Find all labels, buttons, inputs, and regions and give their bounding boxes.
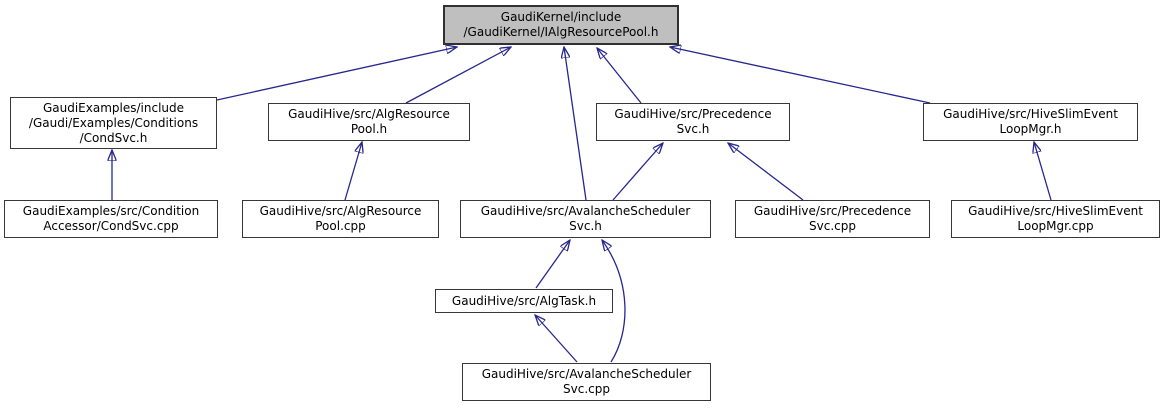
edge-hiveslimeventloopmgr-cpp-to-hiveslimeventloopmgr-h	[1034, 142, 1052, 201]
node-label-line: /CondSvc.h	[79, 130, 148, 145]
edge-hiveslimeventloopmgr-h-to-ialgresourcepool	[670, 47, 931, 104]
node-label-line: GaudiHive/src/Precedence	[753, 204, 912, 218]
node-label-line: /Gaudi/Examples/Conditions	[28, 115, 199, 130]
node-label-line: Svc.h	[676, 122, 710, 136]
node-label-line: GaudiHive/src/HiveSlimEvent	[943, 107, 1118, 121]
node-label-line: Pool.cpp	[315, 219, 366, 233]
node-label-line: GaudiHive/src/AlgResource	[259, 204, 422, 218]
edge-algtask-h-to-avalancheschedulersvc-h	[535, 240, 570, 289]
node-label-line: LoopMgr.h	[999, 122, 1062, 136]
node-gaudihive-avalancheschedulersvc-cpp[interactable]: GaudiHive/src/AvalancheScheduler Svc.cpp	[462, 363, 711, 401]
edge-condsvc-h-to-ialgresourcepool	[216, 47, 457, 101]
node-label-line: GaudiHive/src/AvalancheScheduler	[481, 367, 692, 381]
node-gaudihive-precedencesvc-cpp[interactable]: GaudiHive/src/Precedence Svc.cpp	[735, 200, 930, 238]
node-label-line: GaudiHive/src/AvalancheScheduler	[480, 204, 691, 218]
node-label-line: Svc.cpp	[809, 219, 856, 233]
node-gaudiexamples-conditions-condsvc-h[interactable]: GaudiExamples/include /Gaudi/Examples/Co…	[10, 97, 217, 149]
node-gaudihive-algresourcepool-h[interactable]: GaudiHive/src/AlgResource Pool.h	[268, 103, 470, 141]
edge-precedencesvc-cpp-to-precedencesvc-h	[728, 143, 804, 201]
edge-avalancheschedulersvc-cpp-to-avalancheschedulersvc-h	[602, 240, 626, 363]
node-label-line: GaudiKernel/include	[500, 10, 622, 24]
node-gaudihive-algtask-h[interactable]: GaudiHive/src/AlgTask.h	[435, 289, 613, 313]
node-gaudihive-hiveslimeventloopmgr-cpp[interactable]: GaudiHive/src/HiveSlimEvent LoopMgr.cpp	[951, 200, 1160, 238]
node-label-line: GaudiHive/src/AlgResource	[288, 107, 450, 121]
edge-avalancheschedulersvc-h-to-ialgresourcepool	[564, 47, 587, 201]
node-gaudihive-algresourcepool-cpp[interactable]: GaudiHive/src/AlgResource Pool.cpp	[242, 200, 439, 238]
node-gaudihive-precedencesvc-h[interactable]: GaudiHive/src/Precedence Svc.h	[596, 103, 790, 141]
node-gaudihive-hiveslimeventloopmgr-h[interactable]: GaudiHive/src/HiveSlimEvent LoopMgr.h	[923, 103, 1138, 141]
edge-precedencesvc-h-to-ialgresourcepool	[597, 48, 642, 104]
node-label-line: Accessor/CondSvc.cpp	[43, 219, 179, 233]
node-label-line: GaudiExamples/src/Condition	[22, 204, 200, 218]
node-label-line: GaudiHive/src/Precedence	[614, 107, 772, 121]
edge-avalancheschedulersvc-cpp-to-algtask-h	[535, 315, 578, 363]
node-gaudihive-avalancheschedulersvc-h[interactable]: GaudiHive/src/AvalancheScheduler Svc.h	[460, 200, 711, 238]
node-label-line: Svc.cpp	[563, 382, 610, 396]
node-label-line: GaudiHive/src/AlgTask.h	[451, 293, 597, 308]
node-label-line: LoopMgr.cpp	[1017, 219, 1094, 233]
edge-avalancheschedulersvc-h-to-precedencesvc-h	[612, 143, 663, 201]
node-gaudikernel-ialgresourcepool-h[interactable]: GaudiKernel/include /GaudiKernel/IAlgRes…	[443, 5, 679, 45]
node-label-line: /GaudiKernel/IAlgResourcePool.h	[463, 25, 659, 39]
node-gaudiexamples-conditionaccessor-condsvc-cpp[interactable]: GaudiExamples/src/Condition Accessor/Con…	[4, 200, 218, 238]
edge-algresourcepool-cpp-to-algresourcepool-h	[344, 142, 362, 201]
edge-algresourcepool-h-to-ialgresourcepool	[405, 47, 511, 104]
node-label-line: GaudiHive/src/HiveSlimEvent	[968, 204, 1143, 218]
node-label-line: GaudiExamples/include	[42, 100, 185, 115]
node-label-line: Pool.h	[350, 122, 388, 136]
node-label-line: Svc.h	[569, 219, 602, 233]
